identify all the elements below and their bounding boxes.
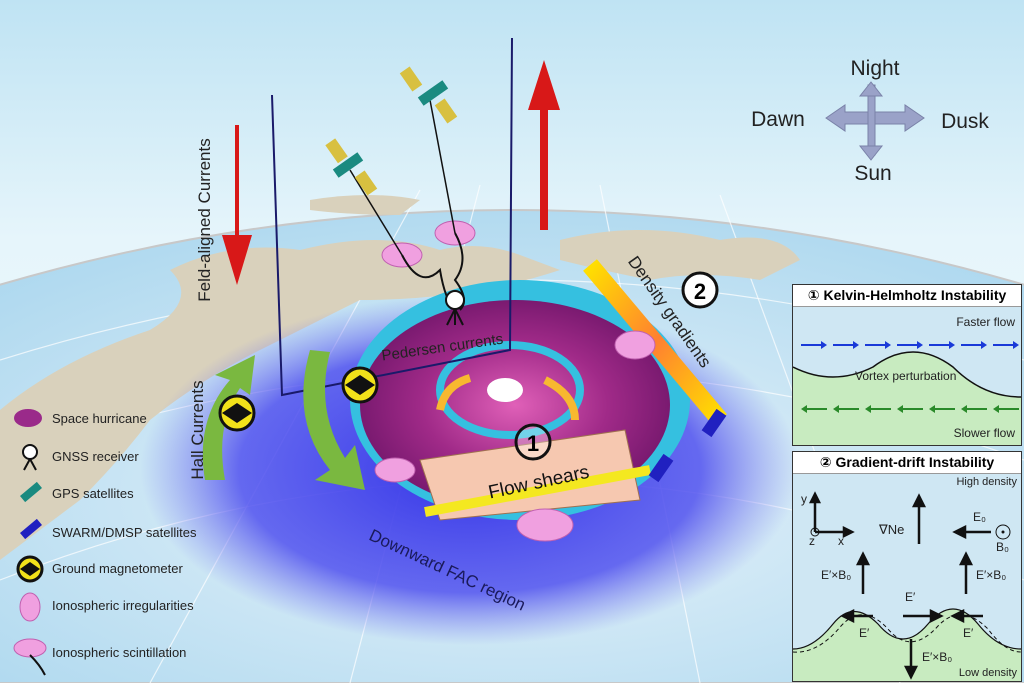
legend-icons <box>13 409 47 676</box>
downward-current-arrow <box>222 125 252 285</box>
density-boundary-curve <box>793 608 1021 650</box>
field-arrows <box>808 491 991 680</box>
flow-shear-region <box>419 429 641 521</box>
faster-flow-arrows <box>801 341 1019 349</box>
hall-currents-label: Hall Currents <box>188 380 207 479</box>
e-mid-label: E′ <box>905 590 916 604</box>
legend-label: Space hurricane <box>52 411 147 426</box>
ionospheric-irregularity-icon <box>374 220 656 542</box>
legend-label: Ionospheric scintillation <box>52 645 186 660</box>
ionospheric-scintillation-icon <box>13 638 47 676</box>
b0-label: B₀ <box>996 540 1009 554</box>
low-density-region <box>793 609 1021 681</box>
axis-y-label: y <box>801 492 807 506</box>
gps-satellite-icon <box>20 481 42 503</box>
legend-label: Ionospheric irregularities <box>52 598 194 613</box>
compass-night: Night <box>850 57 899 80</box>
hurricane-eye <box>487 378 523 402</box>
legend-label: GPS satellites <box>52 486 134 501</box>
ionospheric-irregularity-icon <box>19 592 41 622</box>
compass-sun: Sun <box>854 162 891 185</box>
kh-title: ① Kelvin-Helmholtz Instability <box>793 285 1021 307</box>
slower-flow-arrows <box>801 405 1019 413</box>
hall-current-arrow-down <box>303 350 365 490</box>
kelvin-helmholtz-panel: ① Kelvin-Helmholtz Instability Faster fl… <box>792 284 1022 446</box>
slower-flow-label: Slower flow <box>953 426 1015 440</box>
e-right-label: E′ <box>963 626 974 640</box>
swarm-dmsp-satellite-icon <box>20 518 42 540</box>
legend-label: Ground magnetometer <box>52 561 183 576</box>
legend-label: GNSS receiver <box>52 449 139 464</box>
perturbed-boundary-curve <box>793 614 1021 653</box>
gnss-receiver-icon <box>22 444 38 471</box>
field-aligned-currents-label: Feld-aligned Currents <box>195 138 214 301</box>
e0-label: E₀ <box>973 510 986 524</box>
gps-satellite-icon <box>325 66 458 196</box>
ground-magnetometer-icon <box>16 555 44 583</box>
axis-x-label: x <box>838 534 844 548</box>
compass-dawn: Dawn <box>751 108 805 131</box>
landmass <box>0 195 800 560</box>
kh-illustration <box>793 341 1021 445</box>
gnss-receiver-icon <box>445 290 465 326</box>
gd-title: ② Gradient-drift Instability <box>793 452 1021 474</box>
gradient-drift-panel: ② Gradient-drift Instability High densit… <box>792 451 1022 682</box>
legend: Space hurricane GNSS receiver GPS satell… <box>52 411 197 660</box>
exb-left-label: E′×B₀ <box>821 568 852 582</box>
space-hurricane-icon <box>14 409 42 427</box>
low-density-label: Low density <box>958 667 1017 679</box>
e-left-label: E′ <box>859 626 870 640</box>
marker-1: 1 <box>527 431 539 456</box>
marker-2: 2 <box>694 279 706 304</box>
compass-rose <box>825 81 925 161</box>
axis-z-label: z <box>809 534 815 548</box>
swarm-dmsp-satellite-icon <box>648 408 727 483</box>
density-gradient-label: ∇Ne <box>879 522 905 537</box>
upward-current-arrow <box>528 60 560 230</box>
rotation-arrow-left <box>436 374 472 411</box>
gd-number: ② <box>819 454 832 470</box>
kh-title-text: Kelvin-Helmholtz Instability <box>823 287 1007 303</box>
compass-dusk: Dusk <box>941 110 989 133</box>
high-density-label: High density <box>956 476 1017 488</box>
marker-2-circle <box>681 271 719 309</box>
vortex-perturbation-curve <box>793 351 1021 398</box>
flow-shear-band <box>424 465 651 517</box>
vortex-label: Vortex perturbation <box>855 369 957 383</box>
exb-right-label: E′×B₀ <box>976 568 1007 582</box>
exb-down-label: E′×B₀ <box>922 650 953 664</box>
current-circuit-lines <box>271 37 513 397</box>
legend-label: SWARM/DMSP satellites <box>52 525 197 540</box>
gd-illustration <box>793 491 1021 681</box>
z-axis-out-of-page-icon <box>810 527 820 537</box>
gd-title-text: Gradient-drift Instability <box>835 454 995 470</box>
rotation-arrow-right <box>543 376 579 421</box>
b0-out-of-page-icon <box>995 524 1011 540</box>
kh-number: ① <box>807 287 820 303</box>
hall-current-arrow-up <box>202 355 255 480</box>
marker-1-circle <box>514 423 552 461</box>
faster-flow-label: Faster flow <box>956 315 1015 329</box>
ground-magnetometer-icon <box>218 366 379 432</box>
